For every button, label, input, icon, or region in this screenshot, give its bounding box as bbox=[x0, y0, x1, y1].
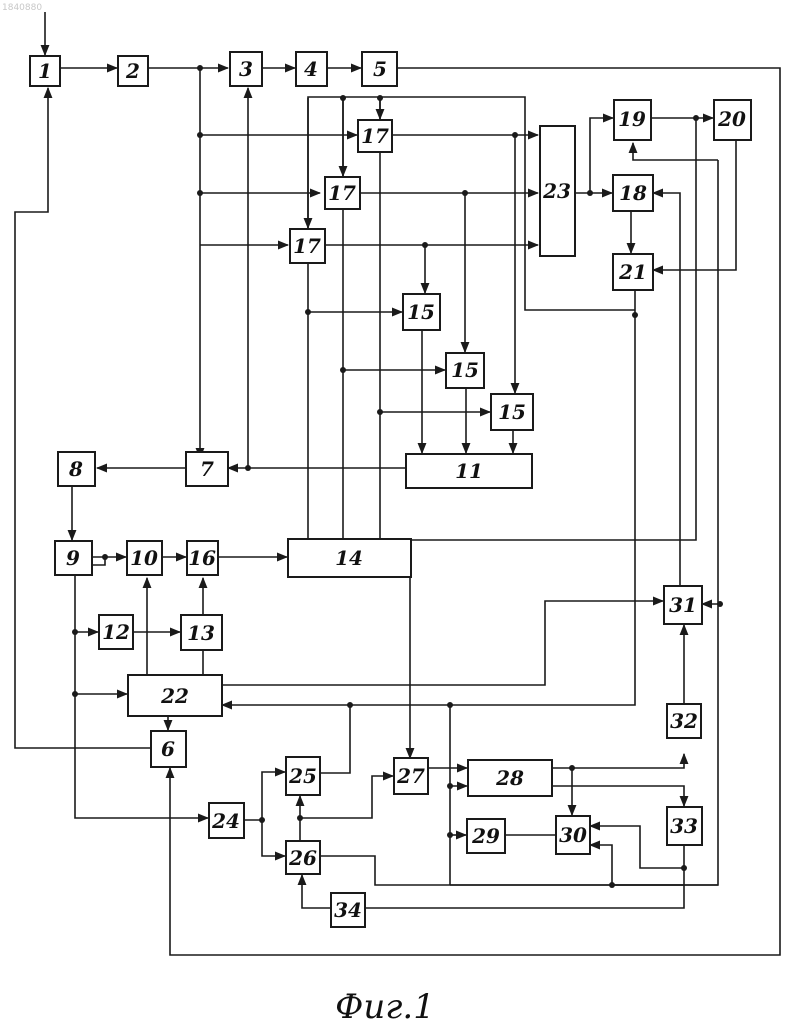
block-24: 24 bbox=[209, 803, 244, 838]
block-8: 8 bbox=[58, 452, 95, 486]
block-6: 6 bbox=[151, 731, 186, 767]
connections bbox=[15, 12, 780, 955]
figure-caption: Фиг.1 bbox=[335, 987, 435, 1027]
block-label: 1 bbox=[38, 59, 52, 83]
block-12: 12 bbox=[99, 615, 133, 649]
block-label: 18 bbox=[619, 181, 647, 205]
block-label: 32 bbox=[670, 709, 698, 733]
document-reference: 1840880 bbox=[2, 3, 42, 13]
block-label: 23 bbox=[542, 179, 571, 203]
block-label: 34 bbox=[334, 898, 362, 922]
block-34: 34 bbox=[331, 893, 365, 927]
block-28: 28 bbox=[468, 760, 552, 796]
block-label: 8 bbox=[68, 457, 83, 481]
block-label: 28 bbox=[495, 766, 524, 790]
block-5: 5 bbox=[362, 52, 397, 86]
block-label: 33 bbox=[670, 814, 698, 838]
block-label: 21 bbox=[618, 260, 647, 284]
block-32: 32 bbox=[667, 704, 701, 738]
block-9: 9 bbox=[55, 541, 92, 575]
block-15-upper: 15 bbox=[403, 294, 440, 330]
block-4: 4 bbox=[296, 52, 327, 86]
block-21: 21 bbox=[613, 254, 653, 290]
block-label: 25 bbox=[288, 764, 317, 788]
block-label: 14 bbox=[335, 546, 363, 570]
block-3: 3 bbox=[230, 52, 262, 86]
block-14: 14 bbox=[288, 539, 411, 577]
block-11: 11 bbox=[406, 454, 532, 488]
block-label: 2 bbox=[125, 59, 140, 83]
block-label: 5 bbox=[373, 57, 387, 81]
block-15-lower: 15 bbox=[491, 394, 533, 430]
block-label: 6 bbox=[161, 737, 175, 761]
block-2: 2 bbox=[118, 56, 148, 86]
block-label: 17 bbox=[293, 234, 321, 258]
block-27: 27 bbox=[394, 758, 428, 794]
block-16: 16 bbox=[187, 541, 218, 575]
block-label: 13 bbox=[187, 621, 215, 645]
block-18: 18 bbox=[613, 175, 653, 211]
block-label: 29 bbox=[471, 824, 500, 848]
block-label: 15 bbox=[407, 300, 435, 324]
block-label: 15 bbox=[451, 358, 479, 382]
block-label: 27 bbox=[396, 764, 425, 788]
block-17-middle: 17 bbox=[325, 177, 360, 209]
block-13: 13 bbox=[181, 615, 222, 650]
block-label: 10 bbox=[130, 546, 158, 570]
block-30: 30 bbox=[556, 816, 590, 854]
block-31: 31 bbox=[664, 586, 702, 624]
block-25: 25 bbox=[286, 757, 320, 795]
block-label: 16 bbox=[188, 546, 216, 570]
block-label: 31 bbox=[669, 593, 697, 617]
block-label: 24 bbox=[211, 809, 240, 833]
block-1: 1 bbox=[30, 56, 60, 86]
block-19: 19 bbox=[614, 100, 651, 140]
block-10: 10 bbox=[127, 541, 162, 575]
block-17-top: 17 bbox=[358, 120, 392, 152]
block-label: 20 bbox=[717, 107, 746, 131]
block-label: 7 bbox=[200, 457, 214, 481]
block-label: 17 bbox=[328, 181, 356, 205]
block-33: 33 bbox=[667, 807, 702, 845]
block-17-bottom: 17 bbox=[290, 229, 325, 263]
block-label: 12 bbox=[102, 620, 130, 644]
block-23: 23 bbox=[540, 126, 575, 256]
block-label: 11 bbox=[455, 459, 483, 483]
block-label: 19 bbox=[618, 107, 646, 131]
block-7: 7 bbox=[186, 452, 228, 486]
block-20: 20 bbox=[714, 100, 751, 140]
block-label: 9 bbox=[66, 546, 80, 570]
block-label: 15 bbox=[498, 400, 526, 424]
block-29: 29 bbox=[467, 819, 505, 853]
block-label: 30 bbox=[559, 823, 587, 847]
block-label: 3 bbox=[239, 57, 253, 81]
block-26: 26 bbox=[286, 841, 320, 874]
block-label: 22 bbox=[160, 684, 189, 708]
block-15-middle: 15 bbox=[446, 353, 484, 388]
block-label: 17 bbox=[361, 124, 389, 148]
block-label: 4 bbox=[304, 57, 318, 81]
block-label: 26 bbox=[288, 846, 317, 870]
block-22: 22 bbox=[128, 675, 222, 716]
